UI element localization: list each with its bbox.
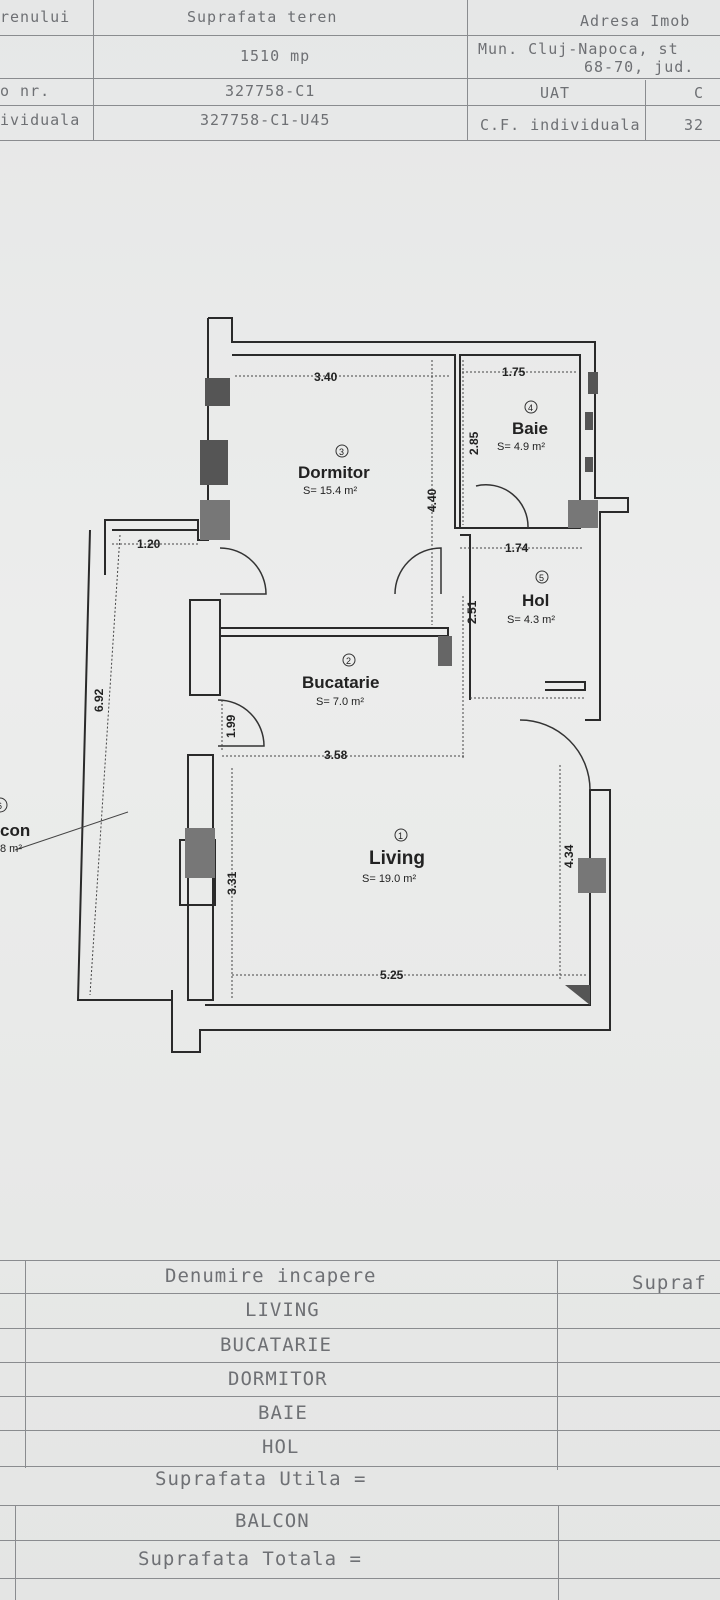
dim-living-width: 5.25 <box>380 968 404 982</box>
room-number: 2 <box>346 656 351 666</box>
divider <box>0 1466 720 1467</box>
dim-bucatarie-depth: 1.99 <box>224 714 238 738</box>
dim-bucatarie-width: 3.58 <box>324 748 348 762</box>
divider <box>558 1505 559 1600</box>
dim-hol-depth: 2.51 <box>465 600 479 624</box>
leader-line <box>14 811 129 851</box>
room-area-balcon: 8 m² <box>0 843 22 855</box>
wall-column <box>568 500 598 528</box>
wall-column <box>578 858 606 893</box>
divider <box>0 1328 720 1329</box>
divider <box>467 0 468 140</box>
cf-individual-value: 327758-C1-U45 <box>200 111 331 129</box>
total-area-label: Suprafata Totala = <box>138 1548 362 1570</box>
divider <box>0 140 720 141</box>
dim-balcon-width: 1.20 <box>137 537 161 551</box>
room-area-hol: S= 4.3 m² <box>507 614 555 626</box>
divider <box>0 1396 720 1397</box>
divider <box>15 1505 16 1600</box>
divider <box>557 1260 558 1470</box>
cadastral-nr: 327758-C1 <box>225 82 316 100</box>
cf-value: 32 <box>684 116 705 134</box>
room-row: BAIE <box>258 1402 308 1424</box>
door-swing <box>475 484 529 529</box>
address-line1: Mun. Cluj-Napoca, st <box>478 40 679 58</box>
window-block <box>200 440 228 485</box>
header-room-name: Denumire incapere <box>165 1265 377 1287</box>
room-name-bucatarie: Bucatarie <box>302 673 379 692</box>
uat-label: UAT <box>540 84 571 102</box>
dim-living-depth-right: 4.34 <box>562 844 576 868</box>
room-number: 3 <box>339 447 344 457</box>
room-area-baie: S= 4.9 m² <box>497 441 545 453</box>
shaft-block <box>585 412 593 430</box>
dim-living-depth-left: 3.31 <box>225 871 239 895</box>
useful-area-label: Suprafata Utila = <box>155 1468 367 1490</box>
divider <box>0 35 720 36</box>
dim-hol-width: 1.74 <box>505 541 529 555</box>
door-swing <box>394 547 442 595</box>
divider <box>0 1578 720 1579</box>
divider <box>0 1505 720 1506</box>
shaft-block <box>565 985 590 1005</box>
balcony-row: BALCON <box>235 1510 310 1532</box>
room-number: 4 <box>528 403 533 413</box>
room-row: DORMITOR <box>228 1368 328 1390</box>
room-name-balcon: con <box>0 821 30 840</box>
room-area-living: S= 19.0 m² <box>362 873 416 885</box>
header-col3: Adresa Imob <box>580 12 691 30</box>
room-row: BUCATARIE <box>220 1334 332 1356</box>
door-swing <box>217 699 265 747</box>
room-row: HOL <box>262 1436 300 1458</box>
divider <box>25 1260 26 1468</box>
dim-dormitor-width: 3.40 <box>314 370 338 384</box>
room-number: 6 <box>0 801 2 811</box>
divider <box>0 1430 720 1431</box>
dim-balcon-length: 6.92 <box>92 688 106 712</box>
header-col1: renului <box>0 8 71 26</box>
wall-column <box>200 500 230 540</box>
dim-baie-width: 1.75 <box>502 365 526 379</box>
row3-label: o nr. <box>0 82 51 100</box>
divider <box>0 1362 720 1363</box>
room-row: LIVING <box>245 1299 320 1321</box>
wall-column <box>185 828 215 878</box>
row4-label: ividuala <box>0 111 81 129</box>
dim-baie-depth: 2.85 <box>467 431 481 455</box>
room-name-dormitor: Dormitor <box>298 463 370 482</box>
room-name-baie: Baie <box>512 419 548 438</box>
divider <box>0 105 720 106</box>
cf-label: C.F. individuala <box>480 116 641 134</box>
room-area-bucatarie: S= 7.0 m² <box>316 696 364 708</box>
room-name-living: Living <box>369 848 425 869</box>
window-block <box>205 378 230 406</box>
header-col2: Suprafata teren <box>187 8 338 26</box>
door-swing <box>219 547 267 595</box>
header-room-area: Supraf <box>632 1272 707 1294</box>
divider <box>0 1540 720 1541</box>
divider <box>0 1260 720 1261</box>
land-area: 1510 mp <box>240 47 311 65</box>
divider <box>645 80 646 140</box>
room-number: 1 <box>398 831 403 841</box>
shaft-block <box>585 457 593 472</box>
dim-dormitor-depth: 4.40 <box>425 488 439 512</box>
shaft-block <box>588 372 598 394</box>
address-line2: 68-70, jud. <box>584 58 695 76</box>
divider <box>0 1293 720 1294</box>
shaft-block <box>438 636 452 666</box>
divider <box>0 78 720 79</box>
divider <box>93 0 94 140</box>
door-swing <box>519 719 591 791</box>
room-area-dormitor: S= 15.4 m² <box>303 485 357 497</box>
room-name-hol: Hol <box>522 591 549 610</box>
uat-value: C <box>694 84 705 102</box>
floor-plan: 3.40 4.40 1.75 2.85 1.74 2.51 1.20 6.92 … <box>0 317 629 1053</box>
room-number: 5 <box>539 573 544 583</box>
